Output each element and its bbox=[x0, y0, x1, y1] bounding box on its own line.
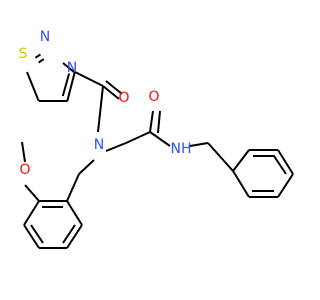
bond bbox=[232, 170, 250, 198]
sulfur-atom-label: S bbox=[19, 46, 28, 62]
bond bbox=[34, 53, 42, 59]
bond bbox=[277, 173, 294, 198]
bond bbox=[105, 80, 123, 95]
bond-layer bbox=[21, 53, 294, 249]
bond bbox=[189, 142, 209, 147]
bond bbox=[149, 110, 154, 133]
bond bbox=[62, 62, 75, 73]
bond bbox=[66, 71, 76, 102]
bond bbox=[66, 173, 80, 202]
bond bbox=[273, 155, 287, 175]
bond bbox=[23, 200, 40, 226]
molecule-diagram: S N N O N O NH O bbox=[19, 29, 294, 249]
amide-nitrogen-label: N bbox=[94, 137, 104, 153]
bond bbox=[207, 142, 234, 172]
bond bbox=[277, 149, 294, 175]
bond bbox=[74, 71, 104, 87]
bond bbox=[125, 131, 151, 144]
carbonyl-oxygen-label: O bbox=[118, 90, 129, 106]
bond bbox=[38, 58, 45, 64]
bond bbox=[24, 184, 40, 202]
bond bbox=[21, 141, 26, 163]
nitrogen-atom-label: N bbox=[67, 60, 77, 76]
bond bbox=[30, 224, 44, 244]
nitrogen-atom-label: N bbox=[40, 29, 50, 45]
bond bbox=[232, 149, 250, 172]
bond bbox=[23, 224, 40, 249]
bond bbox=[102, 85, 120, 100]
bond bbox=[26, 71, 40, 102]
structure-canvas: S N N O N O NH O bbox=[18, 29, 294, 249]
atom-label-layer: S N N O N O NH O bbox=[19, 29, 192, 178]
bond bbox=[105, 142, 127, 152]
bond bbox=[62, 224, 76, 244]
bond bbox=[97, 85, 104, 133]
bond bbox=[66, 200, 83, 226]
bond bbox=[157, 110, 161, 134]
bond bbox=[61, 73, 71, 97]
carbonyl-oxygen-label: O bbox=[148, 89, 159, 105]
bond bbox=[78, 159, 95, 175]
bond bbox=[149, 131, 171, 147]
bond bbox=[66, 224, 83, 249]
methoxy-oxygen-label: O bbox=[19, 162, 30, 178]
amide-nh-label: NH bbox=[171, 141, 192, 157]
